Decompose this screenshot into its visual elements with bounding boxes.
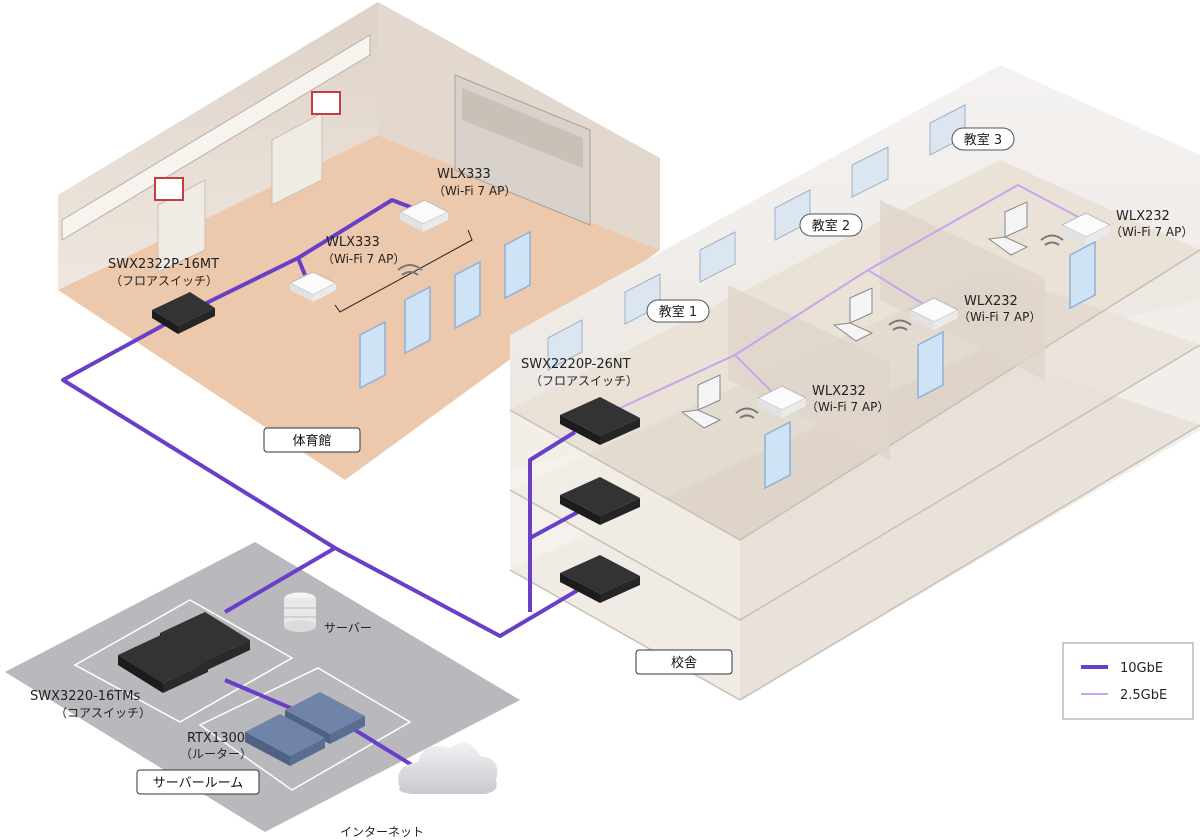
school-floor-edges (509, 249, 1200, 701)
gym-hoop-right (311, 91, 341, 115)
gym-door-right (271, 112, 323, 206)
core-switch-label: SWX3220-16TMs （コアスイッチ） (30, 689, 151, 720)
link-router-to-internet (353, 728, 422, 772)
room2-ap-device (908, 297, 960, 330)
ap-room1-name: WLX232 (812, 384, 866, 399)
gym-floor (58, 135, 660, 480)
gym-ap-lower-name: WLX333 (326, 235, 380, 250)
ap-room1-label: WLX232 （Wi-Fi 7 AP） (806, 384, 889, 414)
school-switch-name: SWX2220P-26NT (521, 357, 631, 372)
room3-label-text: 教室 3 (964, 132, 1002, 148)
router-role: （ルーター） (180, 747, 252, 761)
school-switch-role: （フロアスイッチ） (530, 374, 638, 388)
gym-switch-label: SWX2322P-16MT （フロアスイッチ） (108, 257, 219, 288)
server-icon (283, 591, 317, 632)
gym-stage-curtain (462, 88, 583, 168)
school-switch-label: SWX2220P-26NT （フロアスイッチ） (521, 357, 638, 388)
school-area-label: 校舎 (635, 649, 733, 675)
gym-ap-upper-device (398, 199, 450, 232)
gym-window-row (61, 34, 371, 241)
link-core-to-router (224, 678, 301, 714)
gym-tablets (359, 230, 531, 390)
link-gym-ap-upper (296, 198, 419, 260)
school-floor-switch-top (560, 397, 640, 445)
room2-label-text: 教室 2 (812, 218, 850, 234)
link-school-riser (528, 430, 577, 612)
server-label: サーバー (324, 621, 372, 635)
link-riser-mid (529, 510, 579, 540)
school-right-wall (740, 250, 1200, 700)
ap-room2-sub: （Wi-Fi 7 AP） (958, 310, 1041, 324)
room1-label: 教室 1 (646, 299, 710, 323)
server-room-area-label-text: サーバールーム (153, 776, 243, 791)
server-room-floor (5, 542, 520, 832)
gym-ap-lower-device (288, 271, 338, 302)
ap-room3-name: WLX232 (1116, 209, 1170, 224)
core-area-outline (73, 599, 294, 723)
gym-door-left (157, 179, 206, 273)
school-floor-switch-bottom (560, 555, 640, 603)
internet-cloud-icon (398, 742, 498, 794)
links-10gbe (61, 198, 580, 772)
core-switch-name: SWX3220-16TMs (30, 689, 140, 704)
legend-label-25gbe: 2.5GbE (1120, 688, 1167, 703)
room1-label-text: 教室 1 (659, 304, 697, 320)
ap-room3-sub: （Wi-Fi 7 AP） (1110, 225, 1193, 239)
gym-ap-upper-name: WLX333 (437, 167, 491, 182)
gym-ap-upper-label: WLX333 （Wi-Fi 7 AP） (433, 167, 516, 198)
gym-ap-bracket (334, 229, 473, 313)
ap-room2-name: WLX232 (964, 294, 1018, 309)
gym-floor-switch (152, 292, 215, 334)
classroom-tablets (764, 240, 1096, 490)
router-name: RTX1300 (187, 731, 245, 746)
gym-switch-role: （フロアスイッチ） (110, 274, 218, 288)
gym-building (58, 2, 660, 480)
core-switch-device-front (118, 634, 208, 693)
room2-label: 教室 2 (799, 213, 863, 237)
core-switch-role: （コアスイッチ） (55, 706, 151, 720)
gym-area-label: 体育館 (263, 427, 361, 453)
server-room (5, 542, 520, 832)
gym-switch-name: SWX2322P-16MT (108, 257, 219, 272)
gym-wifi-icon (397, 264, 423, 276)
school-area-label-text: 校舎 (671, 655, 697, 671)
classroom-laptops (680, 201, 1029, 429)
classroom-dividers (728, 200, 1045, 460)
internet-label: インターネット (340, 825, 424, 839)
router-device-front (245, 714, 325, 766)
school-floor-switch-mid (560, 477, 640, 525)
gym-ap-lower-sub: （Wi-Fi 7 AP） (322, 252, 405, 266)
link-gym-switch-to-backbone (61, 313, 337, 550)
gym-hoop-left (154, 177, 184, 201)
gym-area-label-text: 体育館 (292, 433, 331, 449)
room1-ap-device (756, 385, 808, 418)
link-room2-to-room3 (867, 183, 1081, 271)
server-room-area-label: サーバールーム (136, 769, 260, 795)
link-core-to-school (223, 546, 580, 638)
school-building (509, 65, 1200, 701)
gym-ap-upper-sub: （Wi-Fi 7 AP） (433, 184, 516, 198)
router-label: RTX1300 （ルーター） (180, 731, 252, 761)
room3-ap-device (1060, 212, 1112, 245)
ap-room3-label: WLX232 （Wi-Fi 7 AP） (1110, 209, 1193, 239)
classroom-wifi-icons (735, 234, 1064, 419)
legend-label-10gbe: 10GbE (1120, 661, 1163, 676)
links-25gbe (604, 183, 1081, 416)
ap-room1-sub: （Wi-Fi 7 AP） (806, 400, 889, 414)
ap-room2-label: WLX232 （Wi-Fi 7 AP） (958, 294, 1041, 324)
gym-ap-lower-label: WLX333 （Wi-Fi 7 AP） (322, 235, 405, 266)
router-area-outline (198, 667, 412, 791)
legend: 10GbE 2.5GbE (1062, 642, 1194, 720)
room3-label: 教室 3 (951, 127, 1015, 151)
